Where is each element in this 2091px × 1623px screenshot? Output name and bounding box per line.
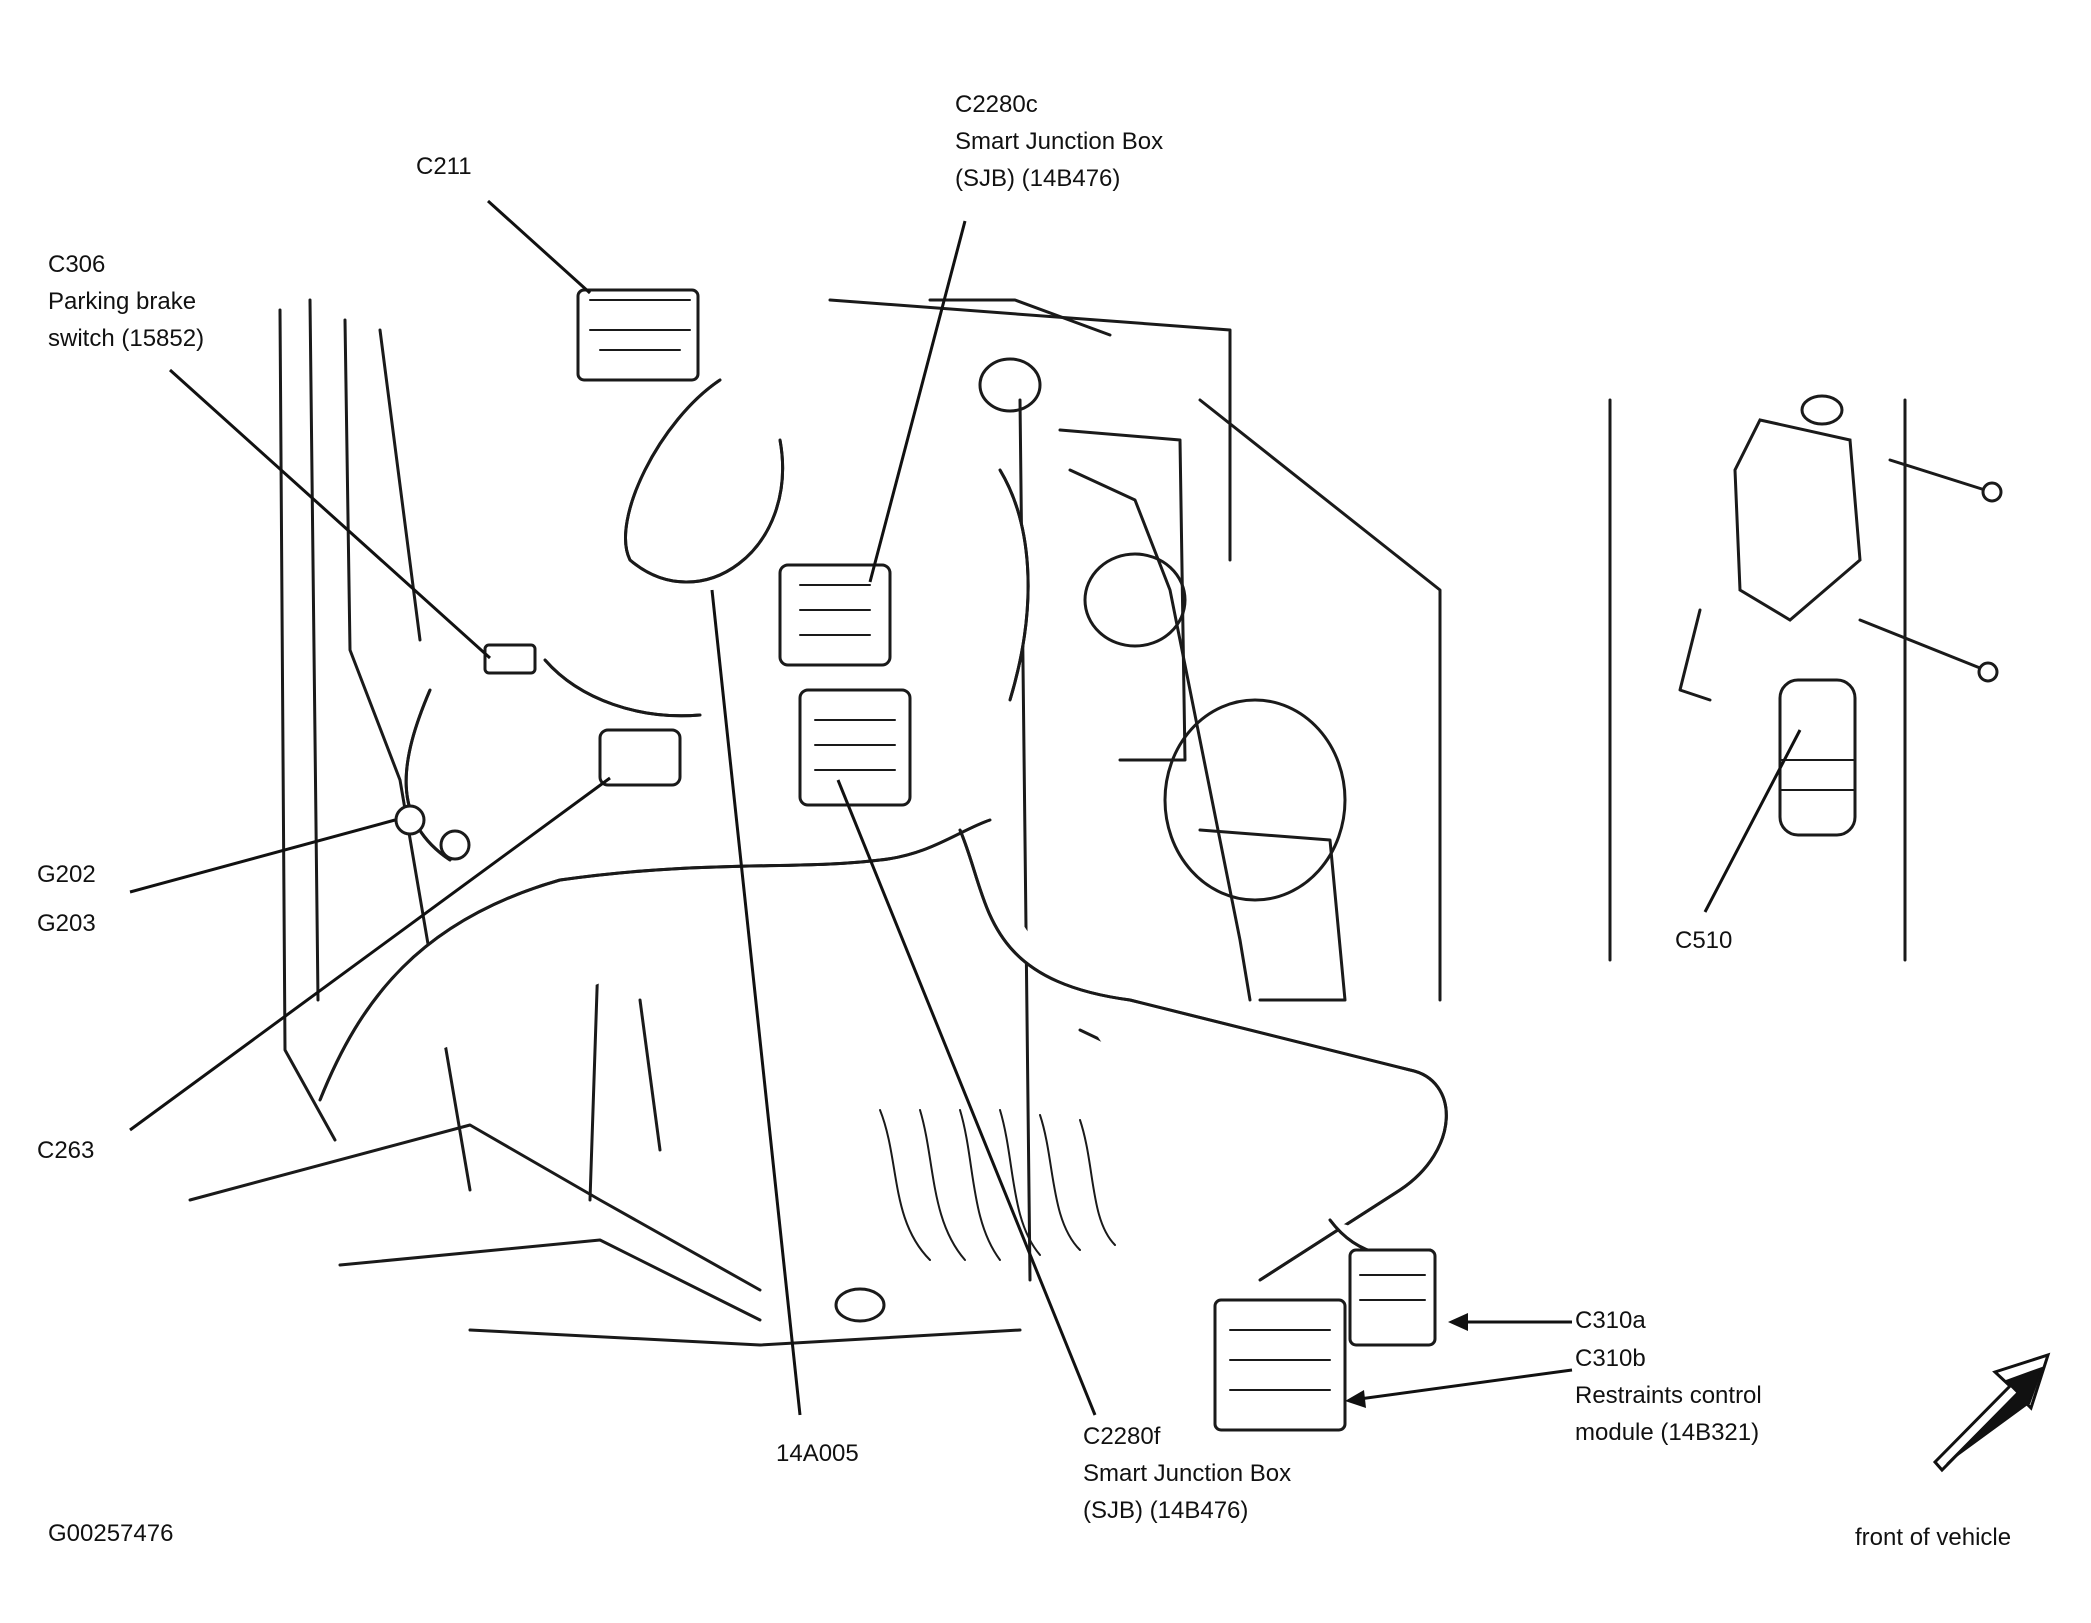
callout-leaders: [129, 199, 1802, 1416]
label-c2280c: C2280c Smart Junction Box (SJB) (14B476): [955, 86, 1163, 197]
label-c306: C306 Parking brake switch (15852): [48, 246, 204, 357]
front-of-vehicle-text: front of vehicle: [1855, 1524, 2012, 1551]
label-c2280f: C2280f Smart Junction Box (SJB) (14B476): [1083, 1418, 1291, 1529]
access-holes: [834, 357, 1347, 1323]
harness-code: 14A005: [776, 1440, 859, 1467]
c510-detail: [1608, 394, 2003, 962]
label-c263: C263: [37, 1132, 94, 1169]
c2280f-line2: (SJB) (14B476): [1083, 1497, 1249, 1524]
front-direction-arrow-icon: [1932, 1352, 2051, 1473]
vehicle-body-panels: [188, 298, 1442, 1347]
connector-c211-shape: [576, 288, 700, 382]
c2280c-line1: Smart Junction Box: [955, 128, 1164, 155]
ground-g202-g203-shape: [394, 804, 471, 861]
c2280c-code: C2280c: [955, 91, 1038, 118]
label-g202: G202: [37, 856, 96, 893]
connector-c310b-shape: [1213, 1298, 1347, 1432]
c310b-line2: module (14B321): [1575, 1419, 1760, 1446]
figure-id: G00257476: [48, 1515, 173, 1552]
connector-c306-shape: [483, 643, 537, 675]
label-g203: G203: [37, 905, 96, 942]
main-harness: [318, 378, 1448, 1282]
c306-line2: switch (15852): [48, 325, 205, 352]
c510-code: C510: [1675, 927, 1733, 954]
connector-c2280f-shape: [798, 688, 912, 807]
g203-code: G203: [37, 910, 96, 937]
figure-id-text: G00257476: [48, 1520, 174, 1547]
c2280c-line2: (SJB) (14B476): [955, 165, 1121, 192]
label-c310b: C310b Restraints control module (14B321): [1575, 1340, 1762, 1451]
g202-code: G202: [37, 861, 96, 888]
connector-c263-shape: [598, 728, 682, 787]
c211-code: C211: [416, 153, 472, 180]
label-14a005: 14A005: [776, 1435, 859, 1472]
label-c211: C211: [416, 148, 472, 185]
label-c510: C510: [1675, 922, 1732, 959]
label-c310a: C310a: [1575, 1302, 1646, 1339]
connector-c2280c-shape: [778, 563, 892, 667]
c306-line1: Parking brake: [48, 288, 197, 315]
connector-c310a-shape: [1348, 1248, 1437, 1347]
c310b-line1: Restraints control: [1575, 1382, 1762, 1409]
front-of-vehicle-label: front of vehicle: [1855, 1519, 2011, 1556]
c2280f-line1: Smart Junction Box: [1083, 1460, 1292, 1487]
c306-code: C306: [48, 251, 106, 278]
c2280f-code: C2280f: [1083, 1423, 1161, 1450]
c263-code: C263: [37, 1137, 95, 1164]
c310a-code: C310a: [1575, 1307, 1646, 1334]
c310b-code: C310b: [1575, 1345, 1646, 1372]
